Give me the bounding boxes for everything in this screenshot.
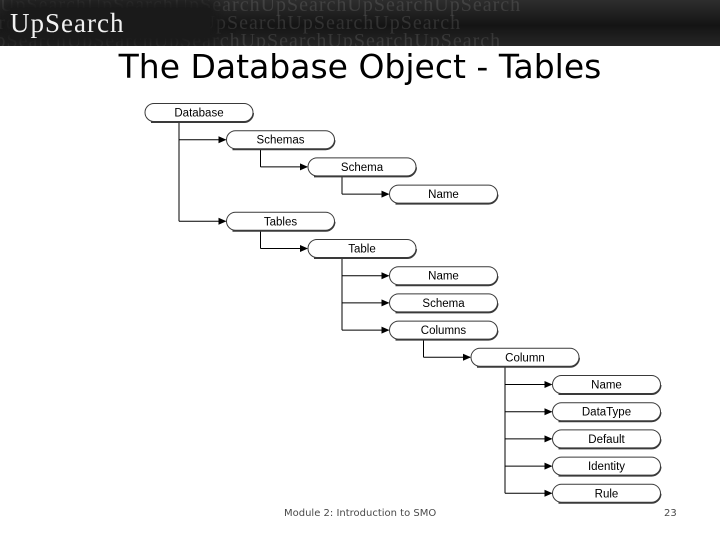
node-rule: Rule (552, 483, 662, 504)
node-identity: Identity (552, 456, 662, 477)
node-default: Default (552, 429, 662, 450)
footer-module-text: Module 2: Introduction to SMO (284, 508, 437, 519)
node-label: DataType (582, 407, 631, 419)
node-label: Name (428, 271, 459, 283)
node-label: Table (348, 244, 376, 256)
node-label: Columns (421, 325, 467, 337)
connector-lines (178, 121, 553, 497)
node-schemas: Schemas (226, 130, 336, 151)
node-label: Schema (341, 162, 384, 174)
node-columns: Columns (389, 320, 499, 341)
node-database: Database (144, 103, 254, 123)
node-label: Column (505, 352, 545, 364)
node-name: Name (389, 184, 499, 205)
node-label: Tables (264, 216, 297, 228)
node-label: Schemas (257, 135, 305, 147)
node-schema: Schema (307, 157, 417, 178)
node-label: Identity (588, 461, 625, 473)
node-label: Name (428, 189, 459, 201)
node-name: Name (552, 375, 662, 395)
upsearch-logo: UpSearch (10, 8, 210, 38)
logo-text: UpSearch (10, 7, 125, 38)
diagram-nodes: DatabaseSchemasSchemaNameTablesTableName… (144, 103, 662, 504)
node-label: Rule (595, 488, 619, 500)
node-label: Database (174, 108, 223, 120)
node-tables: Tables (226, 211, 336, 232)
node-table: Table (307, 239, 417, 259)
slide-number: 23 (664, 508, 677, 519)
node-label: Name (591, 380, 622, 392)
node-datatype: DataType (552, 402, 662, 423)
node-schema: Schema (389, 293, 499, 314)
slide-title: The Database Object - Tables (118, 47, 602, 86)
node-column: Column (470, 347, 580, 368)
node-label: Default (588, 434, 625, 446)
header-banner: UpSearchUpSearchUpSearchUpSearchUpSearch… (0, 0, 720, 46)
node-label: Schema (422, 298, 465, 310)
node-name: Name (389, 266, 499, 287)
